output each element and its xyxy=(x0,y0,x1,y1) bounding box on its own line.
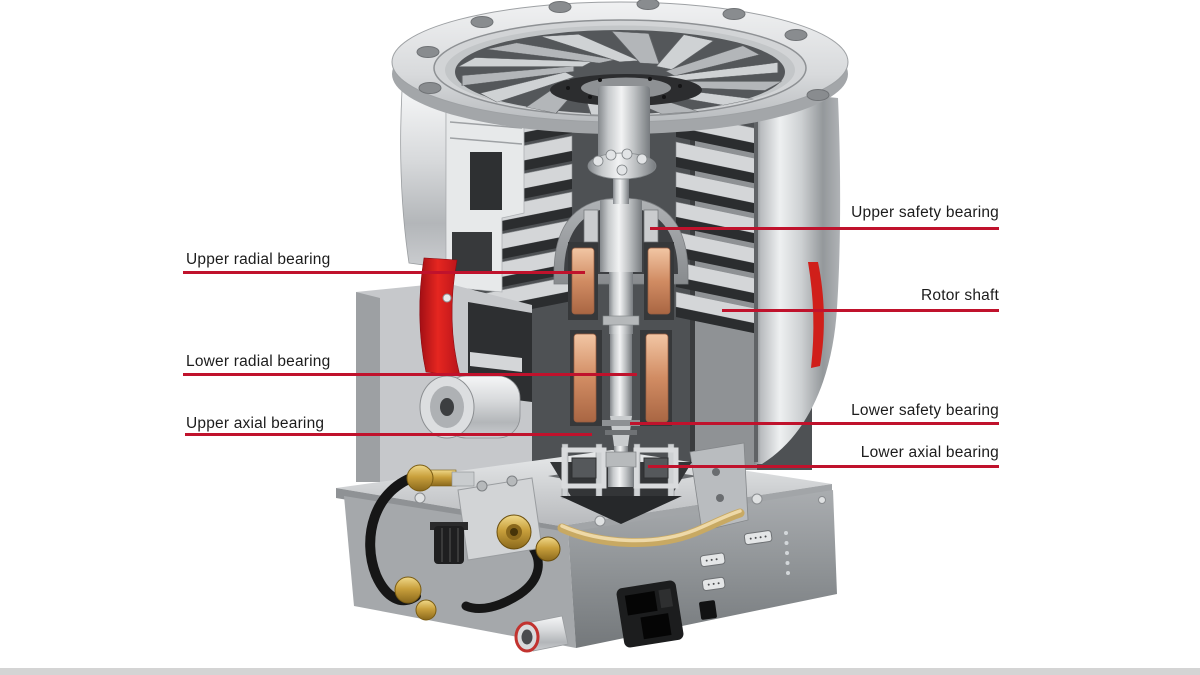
image-bottom-strip xyxy=(0,668,1200,675)
network-connector xyxy=(699,600,717,620)
coolant-hose-lower xyxy=(461,537,543,613)
leader-line-upper-safety-bearing xyxy=(650,227,999,230)
red-accent-panels xyxy=(419,257,824,377)
hub-bolts xyxy=(566,77,682,99)
yellow-cable xyxy=(557,508,745,547)
leader-line-upper-radial-bearing xyxy=(183,271,585,274)
leader-line-lower-radial-bearing xyxy=(183,373,637,376)
rotor-and-bearing-column xyxy=(550,86,692,524)
dsub-connector xyxy=(699,530,773,592)
rotor-shaft-top xyxy=(598,86,650,164)
leader-line-lower-axial-bearing xyxy=(648,465,999,468)
label-lower-safety-bearing: Lower safety bearing xyxy=(851,402,999,419)
leader-line-upper-axial-bearing xyxy=(185,433,592,436)
label-upper-radial-bearing: Upper radial bearing xyxy=(186,251,331,268)
pump-housing-right xyxy=(754,90,841,464)
label-upper-axial-bearing: Upper axial bearing xyxy=(186,415,325,432)
plate-bolts xyxy=(414,492,826,527)
flange-bolt-holes xyxy=(416,0,830,101)
upper-radial-bearing-coil xyxy=(571,247,595,315)
status-led-column xyxy=(784,531,790,575)
label-lower-axial-bearing: Lower axial bearing xyxy=(860,444,999,461)
leader-line-rotor-shaft xyxy=(722,309,999,312)
brass-elbow-top xyxy=(406,464,434,492)
lower-radial-bearing-coil xyxy=(573,333,597,423)
lower-housing-and-port xyxy=(356,283,532,482)
cooling-water-fittings xyxy=(365,464,745,621)
vent-port xyxy=(514,615,569,653)
brass-elbow-bottom xyxy=(394,576,422,604)
label-lower-radial-bearing: Lower radial bearing xyxy=(186,353,331,370)
rotor-disc-bolts xyxy=(592,148,648,176)
power-inlet xyxy=(616,580,684,648)
label-upper-safety-bearing: Upper safety bearing xyxy=(851,204,999,221)
label-rotor-shaft: Rotor shaft xyxy=(920,287,999,304)
leader-line-lower-safety-bearing xyxy=(630,422,999,425)
upper-safety-bearing-races xyxy=(583,209,659,243)
